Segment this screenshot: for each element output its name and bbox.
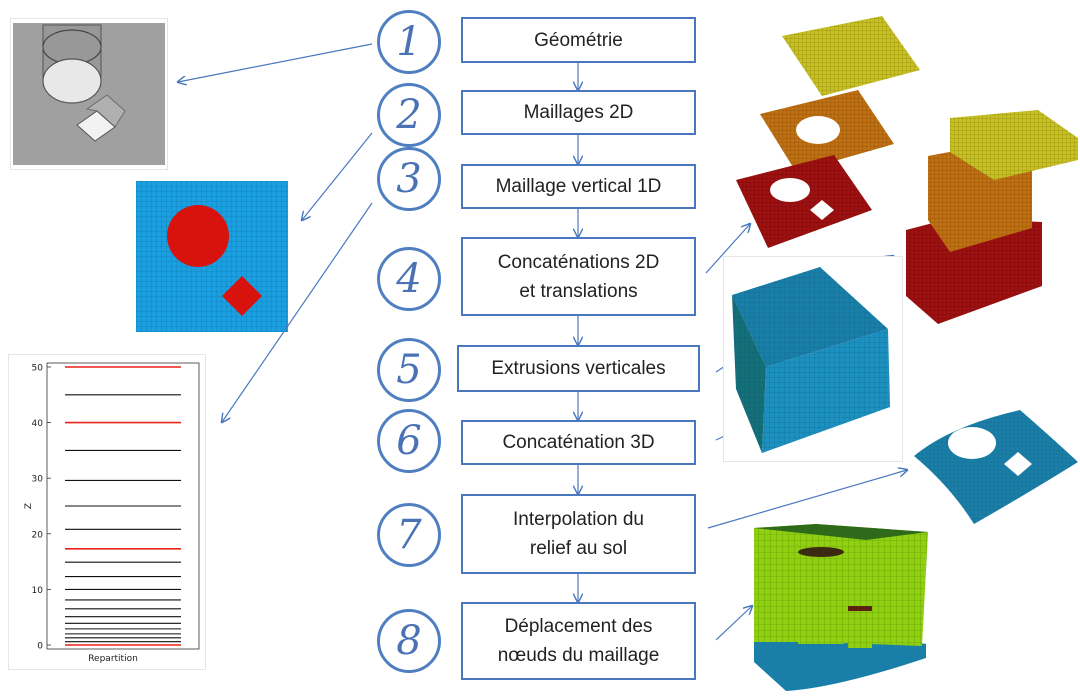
step-label-6: Concaténation 3D: [502, 432, 655, 453]
step-number-8: 8: [377, 609, 441, 673]
stacked-2d-illustration: [736, 16, 920, 248]
deformed-mesh-illustration: [754, 524, 928, 691]
block-3d-illustration: [732, 267, 890, 453]
extruded-layers: [902, 110, 1080, 328]
extruded-layers-illustration: [906, 110, 1078, 324]
pointer-arrow-7: [707, 470, 907, 529]
mesh-2d-illustration: [136, 181, 288, 332]
step-box-maillages-2d: Maillages 2D: [461, 90, 696, 135]
relief-surface: [910, 406, 1080, 528]
step-number-3: 3: [377, 147, 441, 211]
y-tick-label-4: 40: [32, 419, 44, 429]
mesh-2d-panel: [136, 181, 288, 332]
y-tick-label-1: 10: [32, 586, 44, 596]
step-label-3: Maillage vertical 1D: [495, 176, 662, 197]
step-label-7: Interpolation du relief au sol: [513, 509, 644, 559]
step-box-concatenations-2d: Concaténations 2D et translations: [461, 237, 696, 316]
z-distribution-svg: 0 10 20 30 40 50Z Repartition: [24, 362, 200, 664]
stacked-2d-meshes: [730, 10, 925, 255]
step-label-4: Concaténations 2D et translations: [497, 251, 660, 302]
pointer-arrow-8: [715, 606, 752, 641]
pointer-arrow-1: [178, 43, 373, 82]
step-number-2: 2: [377, 83, 441, 147]
step-box-deplacement: Déplacement des nœuds du maillage: [461, 602, 696, 680]
step-number-7: 7: [377, 503, 441, 567]
concatenated-3d-block: [723, 256, 903, 462]
deformed-mesh: [746, 522, 932, 691]
step-label-8: Déplacement des nœuds du maillage: [497, 616, 660, 666]
step-box-geometrie: Géométrie: [461, 17, 696, 63]
pointer-arrow-3: [222, 202, 373, 422]
step-label-5: Extrusions verticales: [491, 358, 666, 379]
y-tick-label-5: 50: [32, 364, 44, 374]
step-number-1: 1: [377, 10, 441, 74]
step-number-4: 4: [377, 247, 441, 311]
step-box-concatenation-3d: Concaténation 3D: [461, 420, 696, 465]
step-label-2: Maillages 2D: [523, 102, 634, 123]
step-label-1: Géométrie: [534, 29, 623, 51]
step-number-5: 5: [377, 338, 441, 402]
y-tick-label-0: 0: [37, 642, 43, 652]
geometry-panel: [10, 18, 168, 170]
step-box-interpolation: Interpolation du relief au sol: [461, 494, 696, 574]
y-axis-label: Z: [24, 503, 34, 509]
pointer-arrow-2: [302, 132, 373, 220]
x-axis-label: Repartition: [88, 654, 138, 664]
pointer-arrow-4: [705, 224, 750, 274]
step-box-extrusions: Extrusions verticales: [457, 345, 700, 392]
relief-surface-illustration: [914, 410, 1078, 524]
y-tick-label-2: 20: [32, 530, 44, 540]
geometry-illustration: [13, 23, 165, 165]
step-number-6: 6: [377, 409, 441, 473]
y-tick-label-3: 30: [32, 475, 44, 485]
step-box-maillage-vertical: Maillage vertical 1D: [461, 164, 696, 209]
